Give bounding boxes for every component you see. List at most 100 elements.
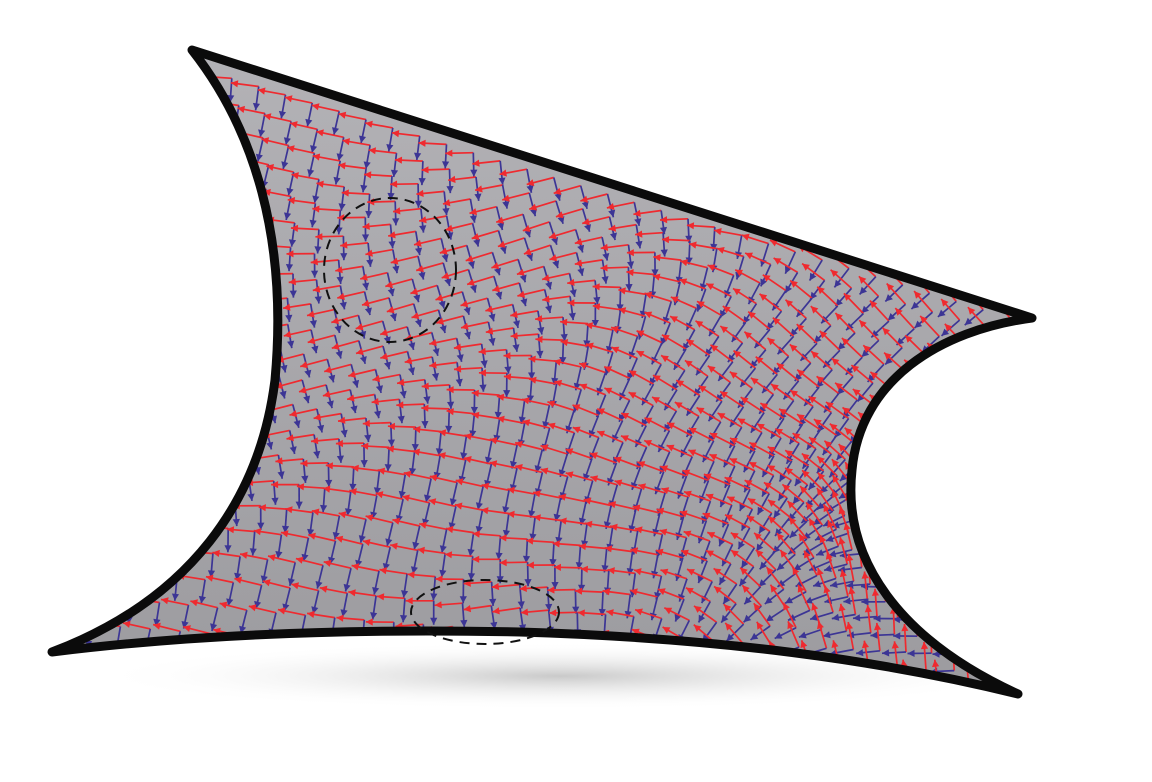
blue-arrow [211,176,219,199]
blue-arrow [119,571,126,595]
red-arrow [197,194,224,203]
red-arrow [242,400,269,409]
blue-arrow [859,453,877,469]
blue-arrow [876,413,891,432]
blue-arrow [895,396,910,414]
red-arrow [168,413,195,421]
blue-arrow [237,287,244,311]
red-arrow [192,274,220,281]
blue-arrow [209,361,216,385]
blue-arrow [256,370,263,393]
blue-arrow [263,319,270,343]
red-arrow [215,174,242,183]
blue-arrow [183,439,191,462]
red-arrow [227,451,254,459]
red-arrow [228,370,255,378]
blue-arrow [261,292,268,316]
red-arrow [179,443,206,452]
red-arrow [242,263,270,270]
blue-arrow [224,473,231,497]
blue-arrow [216,308,223,332]
blue-arrow [972,352,989,369]
red-arrow [133,492,160,500]
red-arrow [215,422,242,431]
blue-arrow [910,378,926,396]
red-arrow [197,248,225,256]
red-arrow [236,289,264,296]
red-arrow [156,439,183,448]
blue-arrow [864,431,880,449]
blue-arrow [200,386,207,410]
blue-arrow [230,447,238,470]
red-arrow [915,593,922,621]
blue-arrow [257,344,264,368]
red-arrow [185,92,213,99]
blue-arrow [241,262,248,286]
blue-arrow [240,210,247,233]
blue-arrow [175,522,182,546]
red-arrow [303,638,331,645]
red-arrow [217,227,244,235]
blue-arrow [206,123,213,147]
red-arrow [103,594,131,601]
red-arrow [192,303,220,310]
blue-arrow [947,344,964,361]
blue-arrow [208,499,215,523]
red-arrow [192,418,219,427]
red-arrow [148,466,175,475]
blue-arrow [218,256,225,280]
red-arrow [121,570,149,577]
blue-arrow [231,130,238,154]
blue-arrow [160,492,167,515]
red-arrow [148,521,176,528]
blue-arrow [237,158,245,181]
red-arrow [219,395,246,404]
blue-arrow [931,362,948,380]
blue-arrow [216,203,224,226]
blue-arrow [175,466,183,489]
blue-arrow [131,545,138,569]
red-arrow [191,167,218,176]
blue-arrow [210,334,217,358]
blue-arrow [200,470,207,493]
red-arrow [953,626,960,654]
blue-arrow [208,98,215,122]
red-arrow [196,391,223,399]
red-arrow [196,473,224,481]
blue-arrow [150,519,157,543]
blue-arrow [206,443,214,466]
blue-arrow [890,419,906,437]
blue-arrow [232,366,239,390]
red-arrow [214,310,242,317]
red-arrow [183,359,211,366]
blue-arrow [223,391,230,415]
red-arrow [123,519,151,526]
red-arrow [924,367,945,386]
red-arrow [194,220,221,228]
blue-arrow [235,182,243,205]
red-arrow [185,116,213,123]
red-arrow [214,282,242,289]
blue-arrow [214,281,221,305]
blue-arrow [212,150,219,174]
red-arrow [136,648,163,657]
red-arrow [207,337,235,344]
red-arrow [219,255,247,262]
red-arrow [74,593,102,600]
blue-arrow [261,241,268,265]
red-arrow [182,498,210,505]
blue-arrow [157,548,164,572]
blue-arrow [184,495,191,519]
red-arrow [217,149,244,157]
red-arrow [886,400,907,419]
red-arrow [230,344,258,351]
red-arrow [220,201,247,209]
blue-arrow [246,395,254,418]
blue-arrow [237,235,244,259]
red-arrow [239,234,267,241]
blue-arrow [219,418,227,441]
red-arrow [173,386,201,393]
blue-arrow [214,228,222,251]
blue-arrow [242,422,250,445]
